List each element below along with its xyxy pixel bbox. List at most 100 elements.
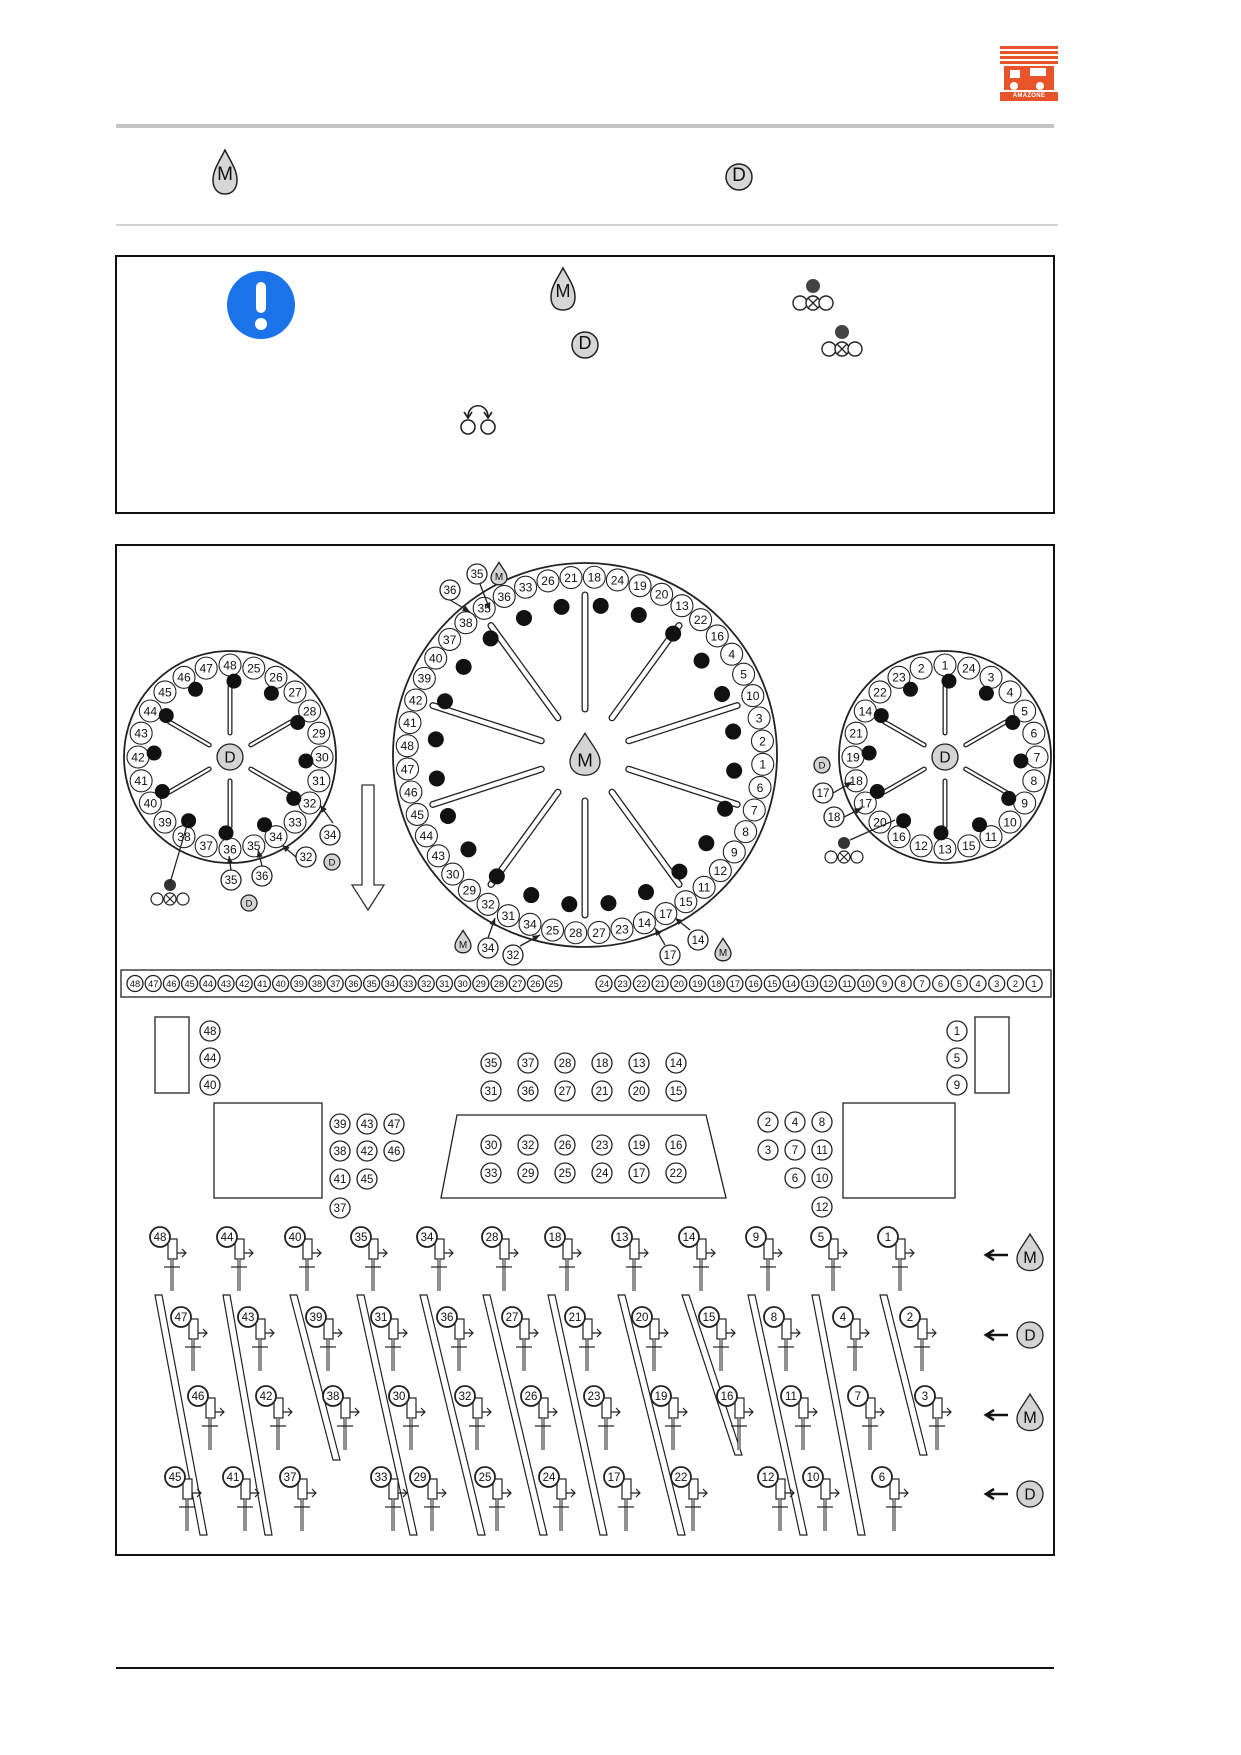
frame-bar — [681, 1294, 743, 1456]
outlet-number: 46 — [404, 785, 418, 799]
layout-number: 37 — [517, 1052, 539, 1074]
number-ring — [329, 1168, 351, 1190]
number-ring — [757, 1111, 779, 1133]
outlet-ring — [242, 656, 266, 680]
coulter-number-ring — [216, 1226, 238, 1248]
coulter-number: 40 — [289, 1232, 302, 1244]
outlet-ring — [398, 711, 422, 735]
strip-number: 40 — [271, 974, 290, 993]
number-ring — [329, 1140, 351, 1162]
layout-number: 30 — [480, 1134, 502, 1156]
number-label: 17 — [730, 979, 740, 989]
coulter-number-ring — [237, 1306, 259, 1328]
layout-number: 42 — [356, 1140, 378, 1162]
outlet-number: 4 — [1007, 685, 1014, 699]
number-ring — [502, 944, 524, 966]
number-label: 13 — [633, 1058, 646, 1070]
callout-arrowhead — [844, 782, 852, 789]
number-label: 16 — [748, 979, 758, 989]
coulter-arrow — [416, 1407, 426, 1417]
number-label: 34 — [482, 943, 495, 955]
layout-number: 8 — [811, 1111, 833, 1133]
number-ring — [344, 974, 363, 993]
coulter-number-ring — [564, 1306, 586, 1328]
outlet-ring — [395, 757, 420, 781]
coulter-arrow — [398, 1328, 408, 1338]
outlet-ring — [605, 568, 629, 592]
coulter-number: 5 — [818, 1232, 824, 1244]
outlet-ring — [734, 820, 758, 844]
coulter-unit: 35 — [350, 1226, 388, 1291]
outlet-dot — [630, 606, 647, 623]
d-circle — [216, 743, 244, 771]
outlet-dot — [257, 817, 273, 833]
coulter-arrow — [860, 1328, 870, 1338]
number-ring — [472, 974, 490, 993]
number-ring — [508, 974, 526, 993]
outlet-ring — [307, 721, 331, 745]
layout-number: 36 — [517, 1080, 539, 1102]
d-label: D — [1024, 1487, 1035, 1504]
outlet-dot — [427, 731, 444, 748]
coulter-number-ring — [279, 1466, 301, 1488]
outlet-ring — [194, 834, 218, 858]
outlet-ring — [129, 721, 153, 745]
layout-number: 11 — [811, 1139, 833, 1161]
coulter-number-ring — [631, 1306, 653, 1328]
coulter-unit: 43 — [237, 1306, 275, 1371]
coulter-unit: 21 — [564, 1306, 602, 1371]
number-label: 33 — [403, 979, 413, 989]
driving-direction-arrow — [350, 784, 386, 912]
number-ring — [726, 974, 744, 993]
strip-number: 42 — [235, 974, 253, 993]
outlet-dot — [455, 658, 472, 675]
coulter-number-ring — [611, 1226, 633, 1248]
layout-number: 33 — [480, 1162, 502, 1184]
outlet-ring — [307, 769, 331, 793]
outlet-number: 14 — [859, 704, 873, 718]
number-ring — [811, 1167, 833, 1189]
coulter-number: 17 — [608, 1472, 621, 1484]
coulter-number-ring — [222, 1466, 244, 1488]
outlet-ring — [705, 624, 729, 648]
coulter-unit: 33 — [370, 1466, 408, 1531]
outlet-ring — [476, 892, 500, 916]
number-ring — [144, 974, 162, 993]
outlet-ring — [957, 656, 981, 680]
outlet-dot — [488, 868, 505, 885]
outlet-number: 8 — [742, 825, 749, 839]
strip-number: 26 — [526, 974, 545, 993]
callout-m-symbol: M — [454, 929, 472, 954]
distribution-diagram-frame — [115, 544, 1055, 1556]
outlet-number: 23 — [615, 922, 629, 936]
outlet-ring — [541, 918, 565, 942]
outlet-number: 40 — [429, 651, 443, 665]
outlet-number: 24 — [962, 661, 976, 675]
layout-number: 26 — [554, 1134, 576, 1156]
number-ring — [628, 1162, 650, 1184]
number-label: 2 — [1013, 979, 1018, 989]
coulter-number-ring — [255, 1385, 277, 1407]
coulter-unit: 46 — [187, 1385, 225, 1450]
number-label: 23 — [596, 1140, 609, 1152]
outlet-ring — [1022, 721, 1046, 745]
strip-number: 35 — [362, 974, 381, 993]
number-label: 43 — [361, 1119, 374, 1131]
coulter-number: 44 — [221, 1232, 234, 1244]
coulter-number: 47 — [175, 1312, 188, 1324]
layout-number: 45 — [356, 1168, 378, 1190]
coulter-arrow — [548, 1407, 558, 1417]
outlet-ring — [412, 666, 436, 690]
number-label: 10 — [816, 1173, 829, 1185]
d-label: D — [1024, 1328, 1035, 1345]
coulter-number: 30 — [393, 1391, 406, 1403]
number-label: 26 — [530, 979, 540, 989]
strip-number: 20 — [670, 974, 688, 993]
coulter-arrow — [899, 1488, 909, 1498]
outlet-ring — [395, 734, 419, 758]
callout-number: 36 — [251, 865, 273, 887]
callout-number: 34 — [477, 937, 499, 959]
strip-number: 14 — [782, 974, 800, 993]
number-ring — [757, 1139, 779, 1161]
closed-cross — [165, 894, 175, 904]
